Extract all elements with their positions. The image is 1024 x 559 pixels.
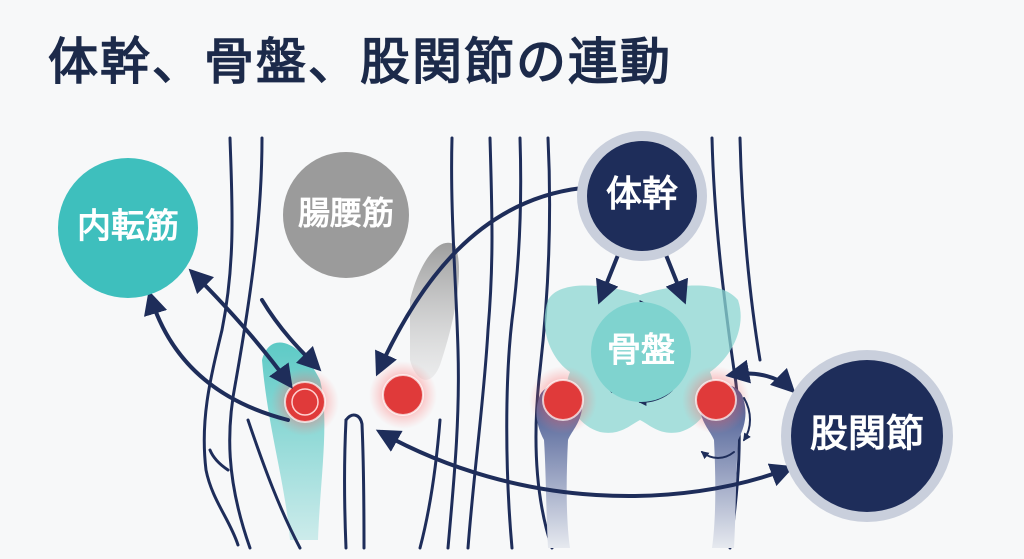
connection-arrows	[144, 186, 796, 499]
adductor-circle	[58, 158, 198, 298]
node-trunk: 体幹	[577, 131, 707, 261]
trunk-circle	[587, 141, 697, 251]
arrow-marker-adductor-curve	[144, 290, 290, 422]
arrow-iliopsoas-marker	[260, 298, 322, 372]
hip-joint-circle	[791, 360, 943, 512]
joint-marker-left-2	[369, 361, 437, 429]
arrow-long-bottom	[375, 429, 795, 499]
hip-rotation-arrows	[700, 397, 751, 460]
node-hip-joint: 股関節	[781, 350, 953, 522]
joint-marker-left-1	[271, 368, 339, 436]
iliopsoas-muscle-shape	[410, 242, 460, 380]
hip-joint-label: 股関節	[810, 412, 924, 456]
arrow-marker-hipjoint	[725, 359, 796, 394]
node-iliopsoas: 腸腰筋	[283, 152, 409, 278]
joint-marker-right-2	[682, 366, 750, 434]
adductor-label: 内転筋	[77, 207, 179, 247]
node-pelvis: 骨盤	[591, 302, 691, 402]
joint-marker-right-1	[529, 366, 597, 434]
iliopsoas-circle	[283, 152, 409, 278]
arrow-trunk-marker	[375, 186, 584, 377]
trunk-label: 体幹	[606, 173, 679, 215]
pelvis-label: 骨盤	[607, 331, 675, 371]
iliopsoas-label: 腸腰筋	[298, 194, 394, 232]
page-title: 体幹、骨盤、股関節の連動	[48, 33, 672, 91]
arrow-adductor-marker	[188, 268, 293, 389]
pelvis-circle	[591, 302, 691, 402]
node-adductor: 内転筋	[58, 158, 198, 298]
